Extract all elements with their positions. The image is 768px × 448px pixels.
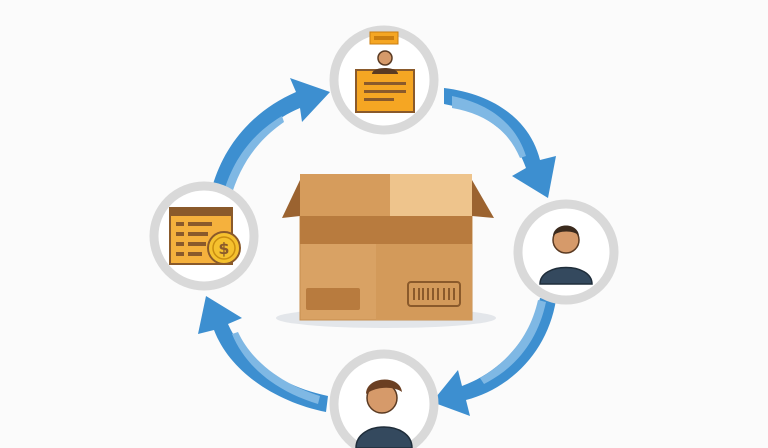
storefront-seller-icon <box>355 31 415 113</box>
customer-avatar-icon <box>539 225 593 285</box>
node-refund: $ <box>149 181 259 291</box>
arrow-return-to-refund <box>198 296 328 412</box>
node-store <box>329 25 439 135</box>
arrow-store-to-customer <box>444 88 556 198</box>
barcode-icon <box>413 288 455 300</box>
cardboard-box-icon <box>276 174 496 328</box>
svg-text:$: $ <box>218 239 229 258</box>
customer-avatar-icon <box>355 379 413 448</box>
coin-icon: $ <box>207 231 241 265</box>
node-return-customer <box>329 349 439 448</box>
arrow-customer-to-return <box>432 298 556 416</box>
node-customer <box>513 199 619 305</box>
cash-register-coin-icon: $ <box>169 207 241 265</box>
